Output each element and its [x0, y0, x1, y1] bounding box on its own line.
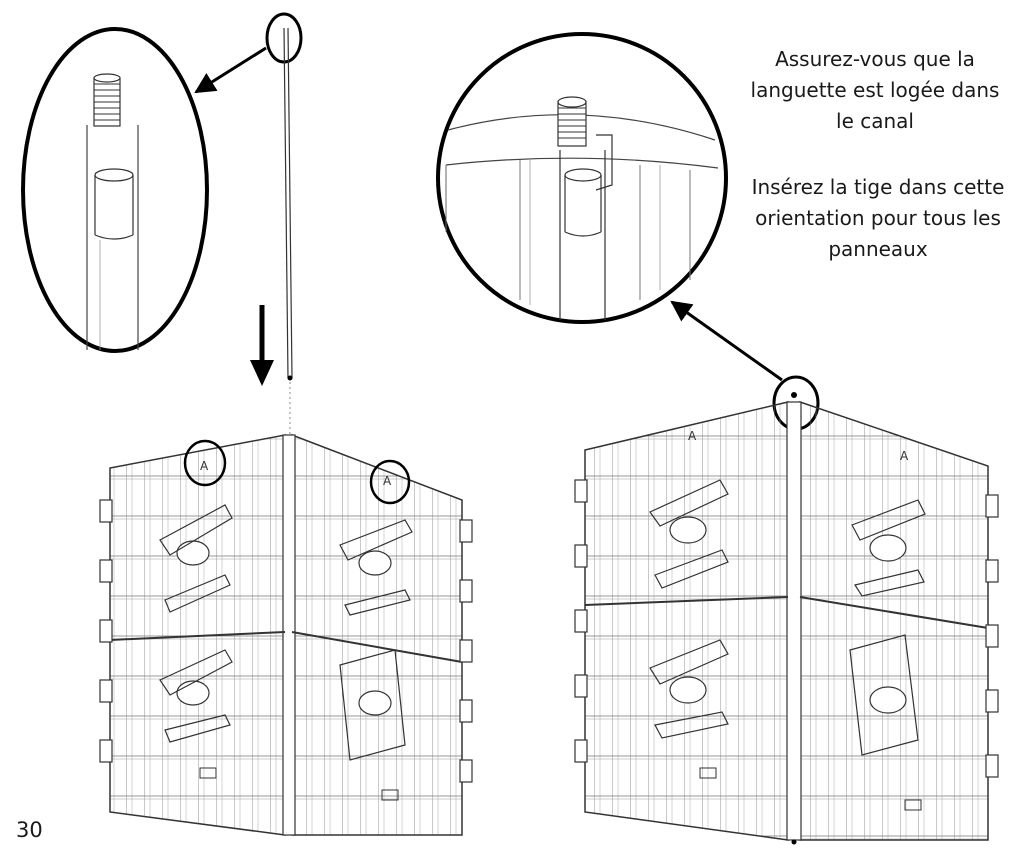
panel-assembly-right: A A [574, 392, 999, 845]
svg-text:A: A [900, 449, 909, 463]
rod-tip-callout [194, 12, 303, 94]
note-tab-in-channel: Assurez-vous que la languette est logée … [750, 47, 1000, 133]
zoom-detail-rod-tip [21, 27, 209, 353]
rod [283, 27, 293, 435]
svg-text:A: A [200, 459, 209, 473]
page-number: 30 [16, 818, 43, 842]
down-arrow-icon [250, 305, 274, 386]
note-rod-orientation: Insérez la tige dans cette orientation p… [751, 175, 1005, 261]
panel-assembly-left: A A [99, 433, 473, 836]
svg-text:A: A [688, 429, 697, 443]
zoom-detail-tab-channel [436, 32, 728, 324]
svg-text:A: A [383, 474, 392, 488]
